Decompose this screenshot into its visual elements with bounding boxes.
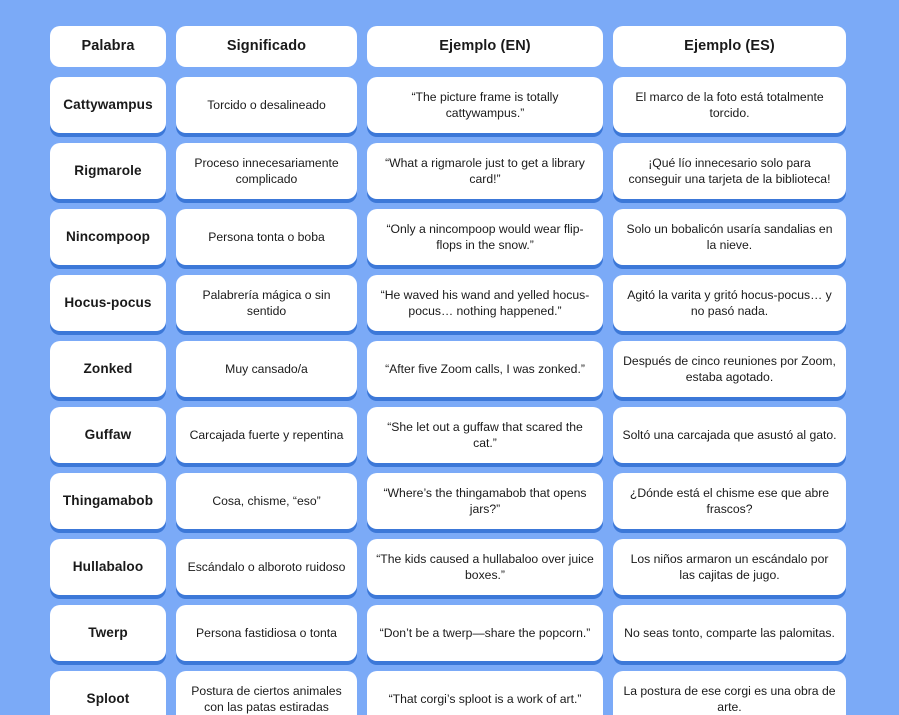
column-header-word-label: Palabra xyxy=(81,37,135,54)
cell-example-en: “He waved his wand and yelled hocus-pocu… xyxy=(367,275,603,331)
column-header-example-en-label: Ejemplo (EN) xyxy=(439,37,531,54)
table-row: Zonked Muy cansado/a “After five Zoom ca… xyxy=(50,341,846,397)
cell-example-es: Agitó la varita y gritó hocus-pocus… y n… xyxy=(613,275,846,331)
table-row: Nincompoop Persona tonta o boba “Only a … xyxy=(50,209,846,265)
cell-word: Sploot xyxy=(50,671,166,715)
cell-meaning: Persona fastidiosa o tonta xyxy=(176,605,357,661)
table-row: Twerp Persona fastidiosa o tonta “Don’t … xyxy=(50,605,846,661)
table-row: Guffaw Carcajada fuerte y repentina “She… xyxy=(50,407,846,463)
cell-example-en: “What a rigmarole just to get a library … xyxy=(367,143,603,199)
table-row: Hullabaloo Escándalo o alboroto ruidoso … xyxy=(50,539,846,595)
cell-meaning: Torcido o desalineado xyxy=(176,77,357,133)
cell-example-es: ¿Dónde está el chisme ese que abre frasc… xyxy=(613,473,846,529)
cell-example-es: La postura de ese corgi es una obra de a… xyxy=(613,671,846,715)
cell-meaning: Muy cansado/a xyxy=(176,341,357,397)
cell-word: Zonked xyxy=(50,341,166,397)
cell-word: Hocus-pocus xyxy=(50,275,166,331)
cell-example-en: “She let out a guffaw that scared the ca… xyxy=(367,407,603,463)
cell-example-en: “That corgi’s sploot is a work of art.” xyxy=(367,671,603,715)
cell-word: Hullabaloo xyxy=(50,539,166,595)
cell-example-es: El marco de la foto está totalmente torc… xyxy=(613,77,846,133)
cell-meaning: Carcajada fuerte y repentina xyxy=(176,407,357,463)
cell-example-es: ¡Qué lío innecesario solo para conseguir… xyxy=(613,143,846,199)
cell-meaning: Escándalo o alboroto ruidoso xyxy=(176,539,357,595)
cell-meaning: Palabrería mágica o sin sentido xyxy=(176,275,357,331)
table-header-row: Palabra Significado Ejemplo (EN) Ejemplo… xyxy=(50,26,846,67)
table-row: Cattywampus Torcido o desalineado “The p… xyxy=(50,77,846,133)
column-header-word: Palabra xyxy=(50,26,166,67)
cell-word: Twerp xyxy=(50,605,166,661)
cell-example-en: “Only a nincompoop would wear flip-flops… xyxy=(367,209,603,265)
cell-example-en: “Where’s the thingamabob that opens jars… xyxy=(367,473,603,529)
cell-example-en: “The picture frame is totally cattywampu… xyxy=(367,77,603,133)
cell-word: Rigmarole xyxy=(50,143,166,199)
cell-word: Cattywampus xyxy=(50,77,166,133)
column-header-meaning-label: Significado xyxy=(226,37,307,54)
column-header-example-es-label: Ejemplo (ES) xyxy=(684,37,775,54)
cell-meaning: Proceso innecesariamente complicado xyxy=(176,143,357,199)
table-row: Rigmarole Proceso innecesariamente compl… xyxy=(50,143,846,199)
cell-example-en: “After five Zoom calls, I was zonked.” xyxy=(367,341,603,397)
column-header-example-en: Ejemplo (EN) xyxy=(367,26,603,67)
column-header-meaning: Significado xyxy=(176,26,357,67)
cell-example-en: “Don’t be a twerp—share the popcorn.” xyxy=(367,605,603,661)
table-row: Sploot Postura de ciertos animales con l… xyxy=(50,671,846,715)
table-row: Hocus-pocus Palabrería mágica o sin sent… xyxy=(50,275,846,331)
cell-word: Guffaw xyxy=(50,407,166,463)
cell-word: Thingamabob xyxy=(50,473,166,529)
cell-meaning: Postura de ciertos animales con las pata… xyxy=(176,671,357,715)
table-row: Thingamabob Cosa, chisme, “eso” “Where’s… xyxy=(50,473,846,529)
cell-example-es: Después de cinco reuniones por Zoom, est… xyxy=(613,341,846,397)
cell-word: Nincompoop xyxy=(50,209,166,265)
cell-example-es: Solo un bobalicón usaría sandalias en la… xyxy=(613,209,846,265)
cell-example-es: Los niños armaron un escándalo por las c… xyxy=(613,539,846,595)
cell-example-en: “The kids caused a hullabaloo over juice… xyxy=(367,539,603,595)
cell-meaning: Persona tonta o boba xyxy=(176,209,357,265)
cell-meaning: Cosa, chisme, “eso” xyxy=(176,473,357,529)
column-header-example-es: Ejemplo (ES) xyxy=(613,26,846,67)
cell-example-es: Soltó una carcajada que asustó al gato. xyxy=(613,407,846,463)
cell-example-es: No seas tonto, comparte las palomitas. xyxy=(613,605,846,661)
